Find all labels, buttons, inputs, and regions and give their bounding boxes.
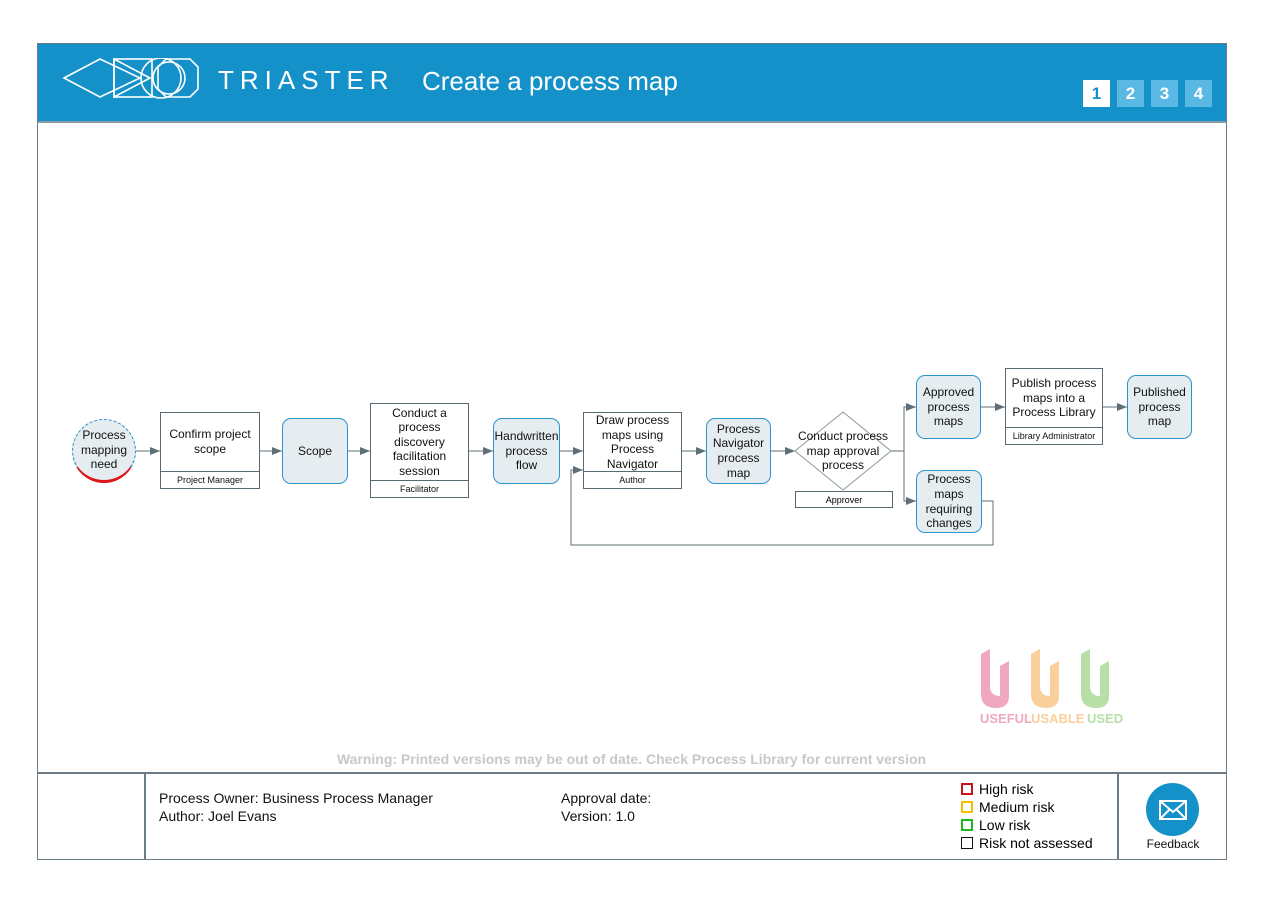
useful-usable-used-logo: [981, 649, 1109, 708]
u-usable-icon: [1031, 649, 1059, 708]
feedback-button[interactable]: [1146, 783, 1199, 836]
role-approver: Approver: [795, 491, 893, 508]
task-discovery-session[interactable]: Conduct a process discovery facilitation…: [370, 403, 469, 498]
used-label: USED: [1087, 711, 1124, 726]
envelope-icon: [1158, 799, 1187, 820]
useful-label: USEFUL: [980, 711, 1032, 726]
output-label: Scope: [297, 443, 333, 458]
role-label: Author: [584, 471, 681, 488]
output-label: Process Navigator process map: [712, 421, 765, 480]
arrow: [903, 451, 916, 505]
output-published-map[interactable]: Published process map: [1127, 375, 1192, 439]
decision-label: Conduct process map approval process: [797, 429, 889, 473]
decision-diamond: [794, 411, 892, 491]
page-button-3[interactable]: 3: [1151, 80, 1178, 107]
role-label: Facilitator: [371, 480, 468, 497]
output-pn-map[interactable]: Process Navigator process map: [706, 418, 771, 484]
legend-label: Medium risk: [979, 799, 1055, 815]
legend-label: Low risk: [979, 817, 1031, 833]
legend-label: High risk: [979, 781, 1034, 797]
output-label: Published process map: [1133, 385, 1186, 429]
u-used-icon: [1081, 649, 1109, 708]
output-approved-maps[interactable]: Approved process maps: [916, 375, 981, 439]
legend-label: Risk not assessed: [979, 835, 1093, 851]
author: Author: Joel Evans: [159, 808, 277, 824]
risk-legend: High risk Medium risk Low risk Risk not …: [961, 780, 1093, 852]
output-label: Approved process maps: [922, 385, 975, 429]
brand-name: TRIASTER: [218, 65, 395, 95]
version: Version: 1.0: [561, 808, 635, 824]
approval-date: Approval date:: [561, 790, 652, 806]
decision-approval[interactable]: Conduct process map approval process: [795, 412, 891, 490]
u-useful-icon: [981, 649, 1009, 708]
role-label: Project Manager: [161, 471, 259, 488]
task-label: Conduct a process discovery facilitation…: [392, 405, 447, 478]
legend-not-assessed: Risk not assessed: [961, 834, 1093, 852]
page-button-4[interactable]: 4: [1185, 80, 1212, 107]
task-label: Publish process maps into a Process Libr…: [1011, 376, 1097, 420]
process-owner: Process Owner: Business Process Manager: [159, 790, 433, 806]
legend-medium-risk: Medium risk: [961, 798, 1093, 816]
divider: [144, 774, 146, 860]
role-label: Library Administrator: [1006, 427, 1102, 444]
feedback-label[interactable]: Feedback: [1146, 837, 1200, 851]
output-handwritten-flow[interactable]: Handwritten process flow: [493, 418, 560, 484]
legend-high-risk: High risk: [961, 780, 1093, 798]
page-button-1[interactable]: 1: [1083, 80, 1110, 107]
page-frame: [37, 43, 1227, 860]
page-button-2[interactable]: 2: [1117, 80, 1144, 107]
not-assessed-swatch: [961, 837, 973, 849]
legend-low-risk: Low risk: [961, 816, 1093, 834]
start-event[interactable]: Process mapping need: [72, 419, 136, 483]
divider: [1117, 774, 1119, 860]
high-risk-swatch: [961, 783, 973, 795]
low-risk-swatch: [961, 819, 973, 831]
print-warning: Warning: Printed versions may be out of …: [336, 751, 927, 767]
footer: [38, 772, 1226, 860]
header: [38, 44, 1226, 123]
output-maps-requiring-changes[interactable]: Process maps requiring changes: [916, 470, 982, 533]
arrow: [891, 403, 916, 452]
task-draw-maps[interactable]: Draw process maps using Process Navigato…: [583, 412, 682, 489]
triaster-logo-icon: [62, 58, 199, 99]
task-publish[interactable]: Publish process maps into a Process Libr…: [1005, 368, 1103, 445]
loop-arrow: [570, 466, 994, 546]
task-label: Draw process maps using Process Navigato…: [595, 413, 670, 471]
output-label: Process maps requiring changes: [925, 472, 973, 531]
output-label: Handwritten process flow: [494, 429, 559, 473]
start-label: Process mapping need: [80, 428, 128, 472]
task-label: Confirm project scope: [169, 427, 251, 456]
page-title: Create a process map: [422, 66, 678, 96]
output-scope[interactable]: Scope: [282, 418, 348, 484]
medium-risk-swatch: [961, 801, 973, 813]
usable-label: USABLE: [1031, 711, 1085, 726]
